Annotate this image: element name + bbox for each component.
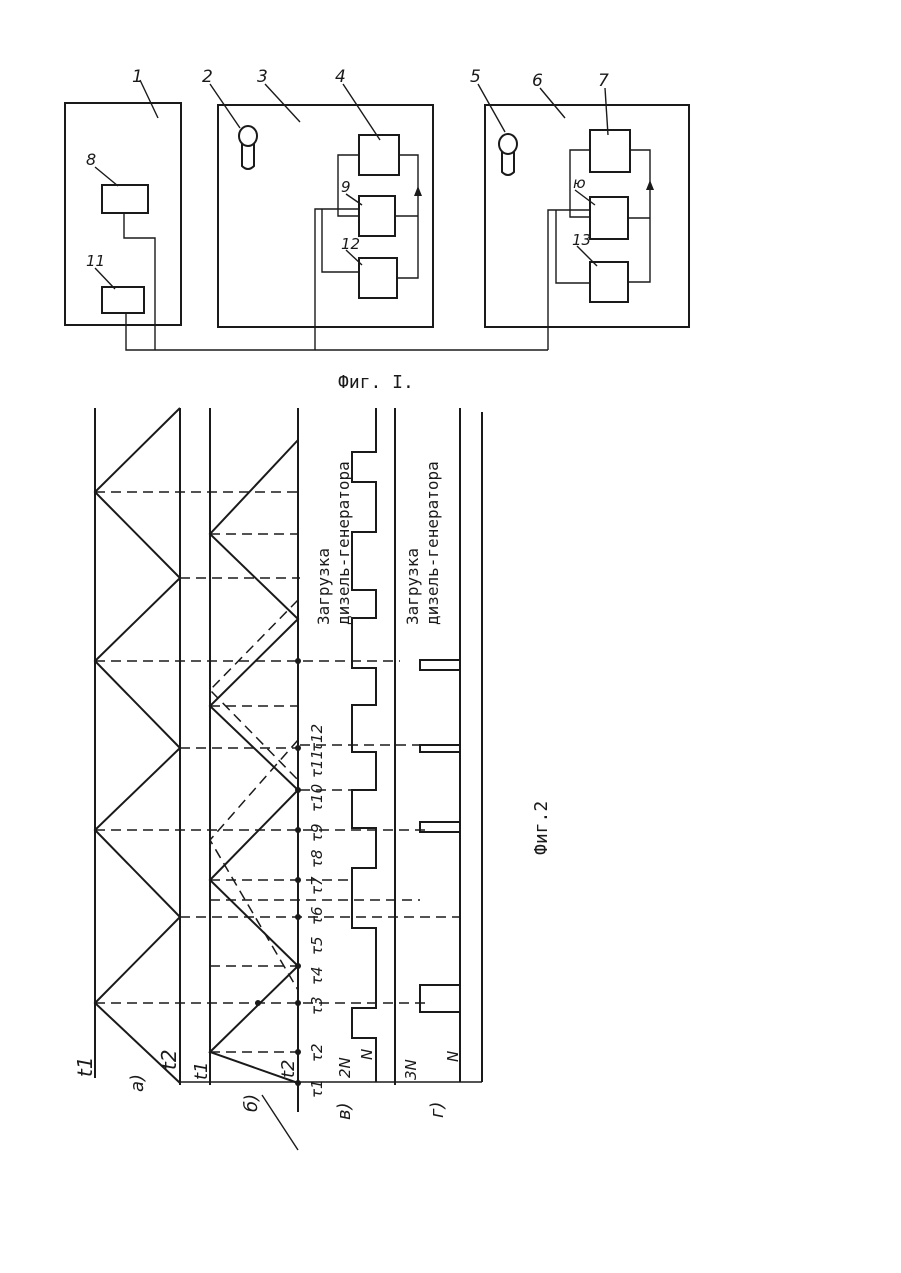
leader-3 xyxy=(265,84,300,122)
annotation-g: Загрузка дизель-генератора xyxy=(403,461,442,625)
subplot-g-label: г) xyxy=(427,1102,448,1118)
label-12: 12 xyxy=(341,235,360,253)
level-n-label-v: N xyxy=(358,1049,376,1060)
origin-slash xyxy=(262,1095,298,1150)
label-3: 3 xyxy=(257,67,268,87)
label-1: 1 xyxy=(132,67,143,87)
label-8: 8 xyxy=(86,150,96,169)
annotation-b-line-2: дизель-генератора xyxy=(334,461,353,625)
label-9: 9 xyxy=(341,178,351,196)
figure-2-caption: Фиг.2 xyxy=(531,801,552,855)
figure-1: 1 2 3 4 5 6 7 8 9 ю 11 12 13 Фиг. I. xyxy=(65,67,689,393)
waveform-b-shift-1 xyxy=(210,600,298,780)
tau-10-label: τ10 xyxy=(308,784,326,812)
operator-2-body xyxy=(242,144,254,169)
block-10 xyxy=(590,197,628,239)
tau-11-label: τ11 xyxy=(308,750,326,778)
subplot-b-label: б) xyxy=(241,1094,262,1112)
figure-2: а) б) в) г) t1 t2 t1 t2 2N N 3N xyxy=(73,408,552,1150)
t1-label-b: t1 xyxy=(191,1061,212,1080)
annotation-g-line-1: Загрузка xyxy=(403,548,422,625)
tau-3-label: τ3 xyxy=(308,996,326,1015)
label-6: 6 xyxy=(532,71,543,91)
leader-4 xyxy=(343,84,380,140)
leader-8 xyxy=(95,167,118,186)
waveform-a xyxy=(95,408,180,1083)
leader-11 xyxy=(95,268,115,289)
operator-2-head xyxy=(239,126,257,146)
tau-6-label: τ6 xyxy=(308,906,326,925)
waveform-b xyxy=(210,440,298,1083)
t1-label-a: t1 xyxy=(73,1056,97,1077)
leader-5 xyxy=(478,84,505,132)
block-12 xyxy=(359,258,397,298)
tau-12-label: τ12 xyxy=(308,724,326,752)
arrow-icon xyxy=(414,186,422,196)
subplot-a-label: а) xyxy=(127,1074,148,1092)
t2-label-b: t2 xyxy=(278,1059,299,1078)
link-8 xyxy=(124,213,155,350)
label-2: 2 xyxy=(202,67,213,87)
label-10: ю xyxy=(573,174,586,192)
operator-5-head xyxy=(499,134,517,154)
tau-2-label: τ2 xyxy=(308,1043,326,1062)
annotation-b: Загрузка дизель-генератора xyxy=(314,461,353,625)
block-9 xyxy=(359,196,395,236)
tau-5-label: τ5 xyxy=(308,936,326,955)
block-11 xyxy=(102,287,144,313)
operator-5-body xyxy=(502,152,514,175)
leader-13 xyxy=(577,246,597,266)
figure-1-caption: Фиг. I. xyxy=(338,372,414,393)
label-5: 5 xyxy=(470,67,481,87)
tau-7-label: τ7 xyxy=(308,876,326,895)
leader-6 xyxy=(540,88,565,118)
t2-label-a: t2 xyxy=(157,1049,181,1070)
tau-1-label: τ1 xyxy=(308,1079,326,1098)
label-4: 4 xyxy=(335,67,346,87)
label-11: 11 xyxy=(86,252,105,270)
tau-markers xyxy=(255,658,301,1086)
arrow-icon xyxy=(646,180,654,190)
block-8 xyxy=(102,185,148,213)
label-13: 13 xyxy=(572,231,591,249)
link-out-6 xyxy=(628,150,650,282)
tau-4-label: τ4 xyxy=(308,966,326,985)
annotation-g-line-2: дизель-генератора xyxy=(423,461,442,625)
block-7 xyxy=(590,130,630,172)
block-13 xyxy=(590,262,628,302)
block-4 xyxy=(359,135,399,175)
level-n-label-g: N xyxy=(444,1051,462,1062)
tau-8-label: τ8 xyxy=(308,849,326,868)
tau-9-label: τ9 xyxy=(308,823,326,842)
level-2n-label: 2N xyxy=(336,1057,354,1078)
leader-7 xyxy=(605,88,608,135)
level-3n-label: 3N xyxy=(402,1059,420,1080)
label-7: 7 xyxy=(598,71,609,91)
annotation-b-line-1: Загрузка xyxy=(314,548,333,625)
subplot-v-label: в) xyxy=(334,1102,355,1120)
tau-labels: τ1 τ2 τ3 τ4 τ5 τ6 τ7 τ8 τ9 τ10 τ11 τ12 xyxy=(308,724,326,1098)
